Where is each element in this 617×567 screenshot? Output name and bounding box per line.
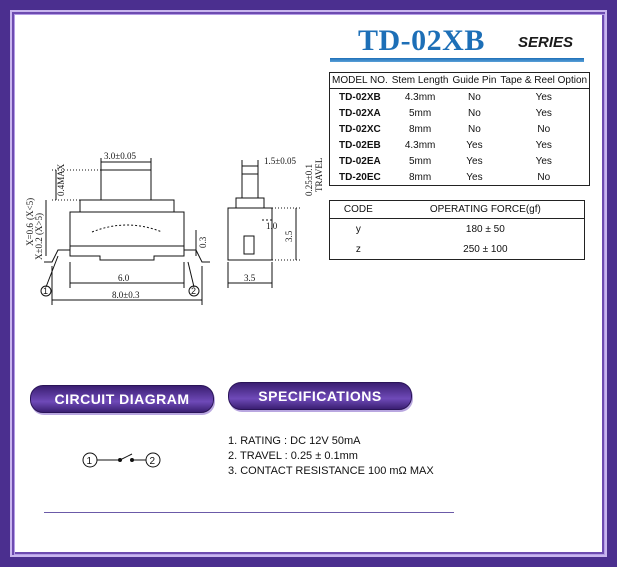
spec-item: 3. CONTACT RESISTANCE 100 mΩ MAX bbox=[228, 465, 434, 477]
side-pin bbox=[243, 235, 255, 255]
column-header: Stem Length bbox=[389, 72, 451, 89]
table-row: TD-02XC 8mm No No bbox=[330, 121, 590, 137]
tape-reel-cell: No bbox=[537, 123, 551, 135]
side-body bbox=[227, 207, 273, 261]
tape-reel-cell: Yes bbox=[535, 91, 552, 103]
circuit-node-1-label: 1 bbox=[87, 456, 93, 467]
spec-item: 1. RATING : DC 12V 50mA bbox=[228, 435, 361, 447]
stem-length-cell: 4.3mm bbox=[404, 139, 436, 151]
model-table: MODEL NO. Stem Length Guide Pin Tape & R… bbox=[329, 72, 591, 186]
left-terminal bbox=[44, 249, 70, 263]
specifications-list: 1. RATING : DC 12V 50mA 2. TRAVEL : 0.25… bbox=[228, 434, 434, 479]
model-cell: TD-02XB bbox=[339, 91, 381, 103]
stem-length-cell: 8mm bbox=[408, 123, 432, 135]
column-header: CODE bbox=[329, 200, 387, 219]
front-body bbox=[69, 211, 185, 247]
side-height: 3.5 bbox=[284, 230, 294, 242]
dimension-drawing: 3.0±0.05 0.4MAX X=0.6 (X<5) X±0.2 (X>5) … bbox=[25, 151, 324, 305]
dim-height-max: 0.4MAX bbox=[56, 163, 66, 196]
circuit-diagram-header: CIRCUIT DIAGRAM bbox=[30, 385, 214, 413]
dim-inner-width: 6.0 bbox=[118, 273, 130, 283]
circuit-node-2-label: 2 bbox=[150, 456, 156, 467]
model-cell: TD-02EA bbox=[339, 155, 381, 167]
dim-overall-width: 8.0±0.3 bbox=[112, 290, 140, 300]
guide-pin-cell: Yes bbox=[466, 139, 483, 151]
tape-reel-cell: Yes bbox=[535, 107, 552, 119]
bottom-divider bbox=[44, 512, 454, 513]
side-cap bbox=[235, 197, 265, 209]
guide-pin-cell: Yes bbox=[466, 155, 483, 167]
tape-reel-cell: Yes bbox=[535, 139, 552, 151]
model-table-header: MODEL NO. Stem Length Guide Pin Tape & R… bbox=[329, 72, 590, 89]
side-travel-value: 0.25±0.1 bbox=[304, 164, 314, 196]
dim-left-label-2: (X<5) bbox=[25, 198, 35, 220]
title-underline bbox=[330, 58, 584, 62]
dim-right-height: 0.3 bbox=[198, 236, 208, 248]
force-table-header: CODE OPERATING FORCE(gf) bbox=[329, 200, 585, 219]
model-cell: TD-02EB bbox=[339, 139, 381, 151]
front-cap bbox=[79, 199, 175, 213]
guide-pin-cell: No bbox=[468, 91, 481, 103]
circuit-diagram: 1 2 bbox=[82, 452, 161, 468]
column-header: Tape & Reel Option bbox=[498, 72, 590, 89]
page-inner-border bbox=[14, 14, 605, 555]
right-terminal bbox=[184, 249, 210, 263]
guide-pin-cell: No bbox=[468, 107, 481, 119]
side-travel-label: TRAVEL bbox=[314, 158, 324, 192]
dim-left-label-1: X=0.6 bbox=[25, 223, 35, 246]
dim-top-width: 3.0±0.05 bbox=[104, 151, 136, 161]
code-cell: z bbox=[355, 243, 361, 255]
column-header: OPERATING FORCE(gf) bbox=[386, 200, 585, 219]
switch-blade bbox=[119, 453, 133, 461]
model-cell: TD-02XC bbox=[339, 123, 381, 135]
operating-force-table: CODE OPERATING FORCE(gf) y 180 ± 50 z 25… bbox=[329, 200, 585, 260]
front-stem bbox=[100, 169, 152, 201]
stem-length-cell: 5mm bbox=[408, 107, 432, 119]
column-header: Guide Pin bbox=[450, 72, 499, 89]
model-cell: TD-02XA bbox=[339, 107, 381, 119]
table-row: z 250 ± 100 bbox=[330, 239, 585, 260]
table-row: TD-20EC 8mm Yes No bbox=[330, 169, 590, 186]
code-cell: y bbox=[355, 223, 361, 235]
guide-pin-cell: Yes bbox=[466, 171, 483, 183]
series-title: TD-02XB bbox=[358, 24, 485, 57]
table-row: y 180 ± 50 bbox=[330, 219, 585, 240]
front-dome bbox=[91, 224, 163, 233]
table-row: TD-02EB 4.3mm Yes Yes bbox=[330, 137, 590, 153]
specifications-header: SPECIFICATIONS bbox=[228, 382, 412, 410]
tape-reel-cell: No bbox=[537, 171, 551, 183]
tape-reel-cell: Yes bbox=[535, 155, 552, 167]
pin-2-label: 2 bbox=[191, 286, 196, 296]
force-cell: 250 ± 100 bbox=[463, 243, 508, 255]
force-cell: 180 ± 50 bbox=[465, 223, 505, 235]
table-row: TD-02XA 5mm No Yes bbox=[330, 105, 590, 121]
table-row: TD-02EA 5mm Yes Yes bbox=[330, 153, 590, 169]
side-inner: 1.0 bbox=[266, 221, 278, 231]
column-header: MODEL NO. bbox=[329, 72, 390, 89]
side-stem bbox=[241, 173, 259, 199]
circuit-node-2 bbox=[145, 452, 161, 468]
side-width: 3.5 bbox=[244, 273, 256, 283]
pin-1-label: 1 bbox=[43, 286, 48, 296]
stem-length-cell: 5mm bbox=[408, 155, 432, 167]
series-label: SERIES bbox=[518, 34, 574, 51]
stem-length-cell: 8mm bbox=[408, 171, 432, 183]
model-cell: TD-20EC bbox=[339, 171, 381, 183]
dim-left-label-3: X±0.2 (X>5) bbox=[34, 213, 44, 260]
front-base bbox=[69, 246, 185, 261]
side-top-width: 1.5±0.05 bbox=[264, 156, 296, 166]
table-row: TD-02XB 4.3mm No Yes bbox=[330, 89, 590, 106]
stem-length-cell: 4.3mm bbox=[404, 91, 436, 103]
guide-pin-cell: No bbox=[468, 123, 481, 135]
spec-item: 2. TRAVEL : 0.25 ± 0.1mm bbox=[228, 450, 358, 462]
